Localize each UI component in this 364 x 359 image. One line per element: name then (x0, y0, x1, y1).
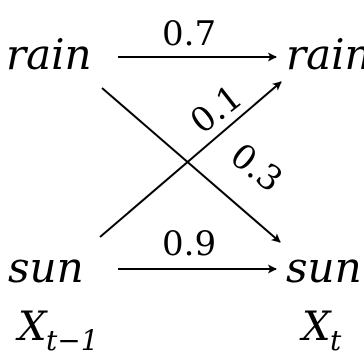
node-rain-next: rain (286, 30, 364, 79)
node-rain-prev: rain (6, 30, 92, 79)
edge-rain-to-sun (101, 87, 281, 243)
variable-next-subscript: t (330, 324, 342, 357)
prob-rain-to-sun: 0.3 (222, 136, 289, 201)
variable-prev-base: X (15, 304, 48, 350)
edge-sun-to-rain (99, 81, 282, 238)
variable-label-next: X t (299, 304, 342, 357)
variable-next-base: X (299, 304, 332, 350)
variable-label-prev: X t−1 (15, 304, 99, 357)
prob-sun-to-sun: 0.9 (162, 224, 216, 264)
prob-sun-to-rain: 0.1 (183, 77, 250, 142)
node-sun-prev: sun (8, 243, 84, 292)
prob-rain-to-rain: 0.7 (162, 14, 216, 54)
node-sun-next: sun (286, 243, 362, 292)
variable-prev-subscript: t−1 (46, 324, 99, 357)
